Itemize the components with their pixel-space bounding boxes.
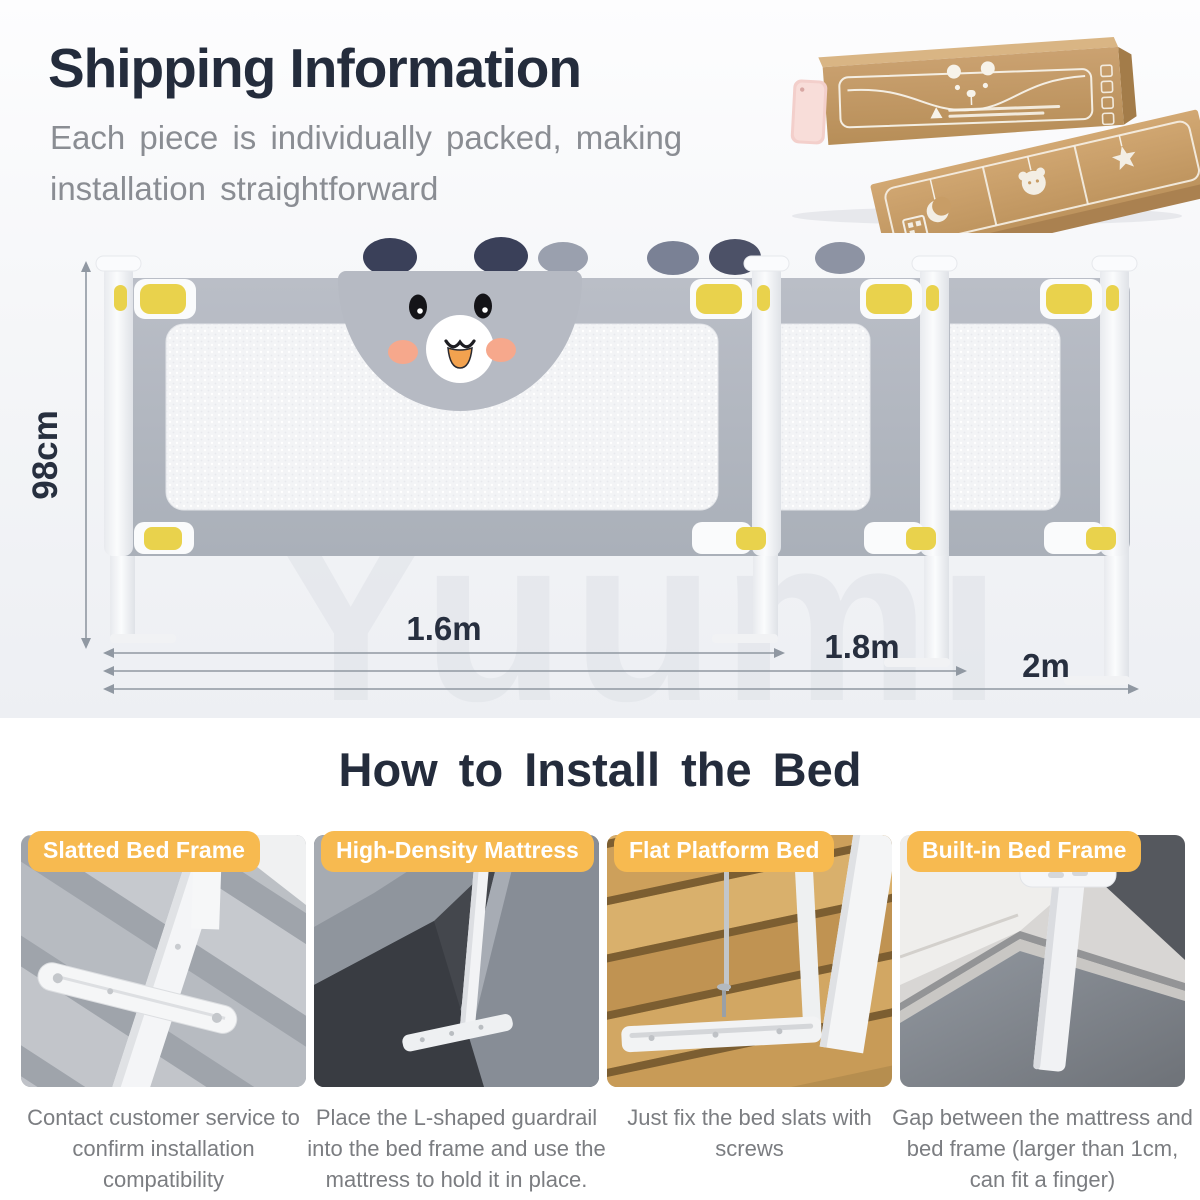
install-step: High-Density Mattress xyxy=(307,831,606,1192)
kraft-box-front xyxy=(870,109,1200,233)
bear-face xyxy=(388,293,516,383)
dimension-lines xyxy=(85,266,1134,690)
bed-rail-diagram: Yuumi xyxy=(26,237,1139,720)
lock-clip xyxy=(140,284,186,314)
lock-clip xyxy=(696,284,742,314)
moon-icon xyxy=(926,196,952,223)
page-title: Shipping Information xyxy=(48,37,582,99)
phone-camera-icon xyxy=(800,87,805,92)
warning-triangle-icon xyxy=(930,107,943,119)
step-caption: Contact customer service to confirm inst… xyxy=(27,1105,300,1192)
step-photo-slatted-bed-frame xyxy=(21,835,306,1087)
bear-ears xyxy=(363,237,865,276)
step-caption: Place the L-shaped guardrail into the be… xyxy=(307,1105,606,1192)
step-badge: Built-in Bed Frame xyxy=(907,831,1142,872)
size-label-1-8m: 1.8m xyxy=(824,628,899,665)
install-heading: How to Install the Bed xyxy=(338,743,862,796)
step-photo-flat-platform-bed xyxy=(607,835,892,1087)
install-step: Flat Platform Bed xyxy=(607,831,892,1161)
install-step: Slatted Bed Frame xyxy=(21,831,306,1192)
page-subtitle: Each piece is individually packed, makin… xyxy=(50,119,683,208)
step-badge: Slatted Bed Frame xyxy=(28,831,260,872)
certification-icons xyxy=(1100,64,1115,126)
height-label: 98cm xyxy=(26,410,65,500)
step-photo-high-density-mattress xyxy=(314,835,599,1087)
step-badge: Flat Platform Bed xyxy=(614,831,835,872)
star-icon xyxy=(1111,146,1136,170)
packaging-boxes-illustration xyxy=(790,37,1200,233)
rail-1-6m xyxy=(95,255,790,643)
phone xyxy=(790,79,828,145)
kraft-box-back xyxy=(818,37,1137,146)
step-badge: High-Density Mattress xyxy=(321,831,594,872)
box-bear-ear xyxy=(946,64,961,79)
size-label-2m: 2m xyxy=(1022,647,1070,684)
dimension-arrowheads xyxy=(81,261,1139,694)
shipping-section: Shipping Information Each piece is indiv… xyxy=(0,0,1200,720)
install-step: Built-in Bed Frame xyxy=(892,831,1193,1192)
qr-code-icon xyxy=(902,214,929,233)
size-label-1-6m: 1.6m xyxy=(406,610,481,647)
lock-clip xyxy=(1046,284,1092,314)
lock-clip xyxy=(866,284,912,314)
step-photo-built-in-bed-frame xyxy=(900,835,1185,1087)
bear-icon xyxy=(1018,167,1046,195)
step-caption: Gap between the mattress and bed frame (… xyxy=(892,1105,1193,1192)
box-bear-ear xyxy=(980,61,995,76)
step-caption: Just fix the bed slats with screws xyxy=(627,1105,872,1161)
